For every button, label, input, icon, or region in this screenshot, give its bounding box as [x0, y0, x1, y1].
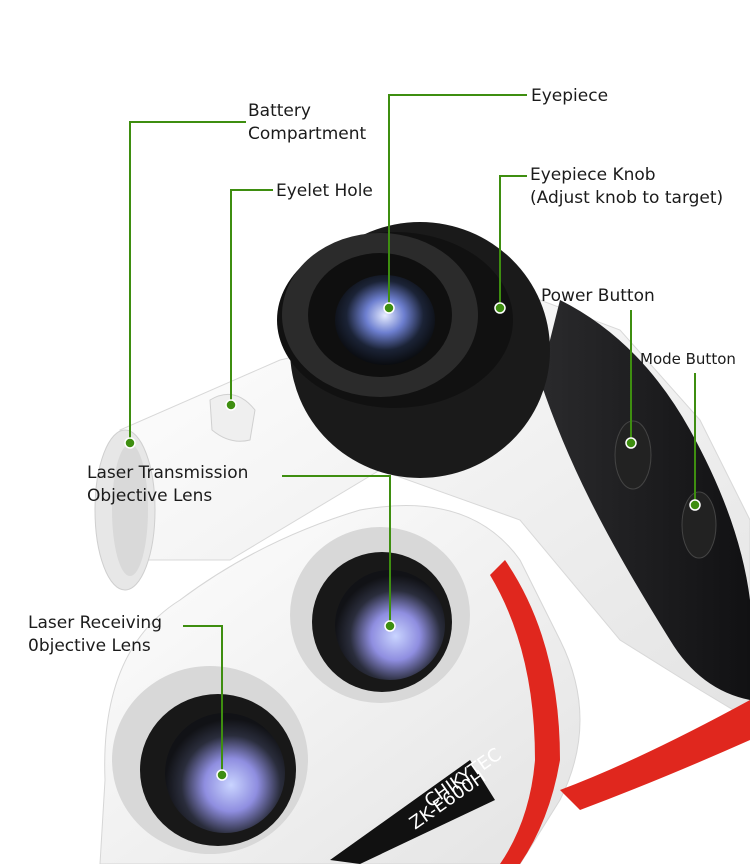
callout-receiving-line2: 0bjective Lens — [28, 636, 151, 656]
callout-eyepiece-text: Eyepiece — [531, 86, 609, 106]
leader-laser-receiving — [183, 625, 223, 775]
callout-battery-line1: Battery — [248, 101, 311, 121]
callout-knob-line1: Eyepiece Knob — [530, 165, 656, 185]
rangefinder-front-body — [99, 505, 750, 864]
callout-mode-text: Mode Button — [640, 350, 736, 368]
callout-laser-receiving: Laser Receiving 0bjective Lens — [28, 612, 162, 658]
callout-eyelet-text: Eyelet Hole — [276, 181, 373, 201]
callout-receiving-line1: Laser Receiving — [28, 613, 162, 633]
callout-mode-button: Mode Button — [640, 349, 736, 369]
callout-eyelet-hole: Eyelet Hole — [276, 180, 373, 203]
eyelet-hole-shape — [209, 393, 256, 442]
callout-battery-compartment: Battery Compartment — [248, 100, 366, 146]
leader-lines — [129, 94, 696, 775]
leader-eyepiece — [388, 94, 527, 308]
leader-eyelet — [230, 189, 273, 405]
callout-power-text: Power Button — [541, 286, 655, 306]
callout-transmission-line2: Objective Lens — [87, 486, 213, 506]
callout-transmission-line1: Laser Transmission — [87, 463, 249, 483]
eyepiece-assembly — [277, 222, 550, 478]
callout-laser-transmission: Laser Transmission Objective Lens — [87, 462, 248, 508]
callout-battery-line2: Compartment — [248, 124, 367, 144]
leader-laser-transmission — [282, 475, 391, 626]
leader-battery — [129, 121, 246, 443]
callout-power-button: Power Button — [541, 285, 655, 308]
battery-compartment-cap — [94, 429, 156, 591]
callout-knob-line2: (Adjust knob to target) — [530, 188, 724, 208]
callout-eyepiece: Eyepiece — [531, 85, 608, 108]
leader-dots — [124, 302, 701, 781]
callout-eyepiece-knob: Eyepiece Knob (Adjust knob to target) — [530, 164, 723, 210]
leader-knob — [499, 175, 527, 308]
